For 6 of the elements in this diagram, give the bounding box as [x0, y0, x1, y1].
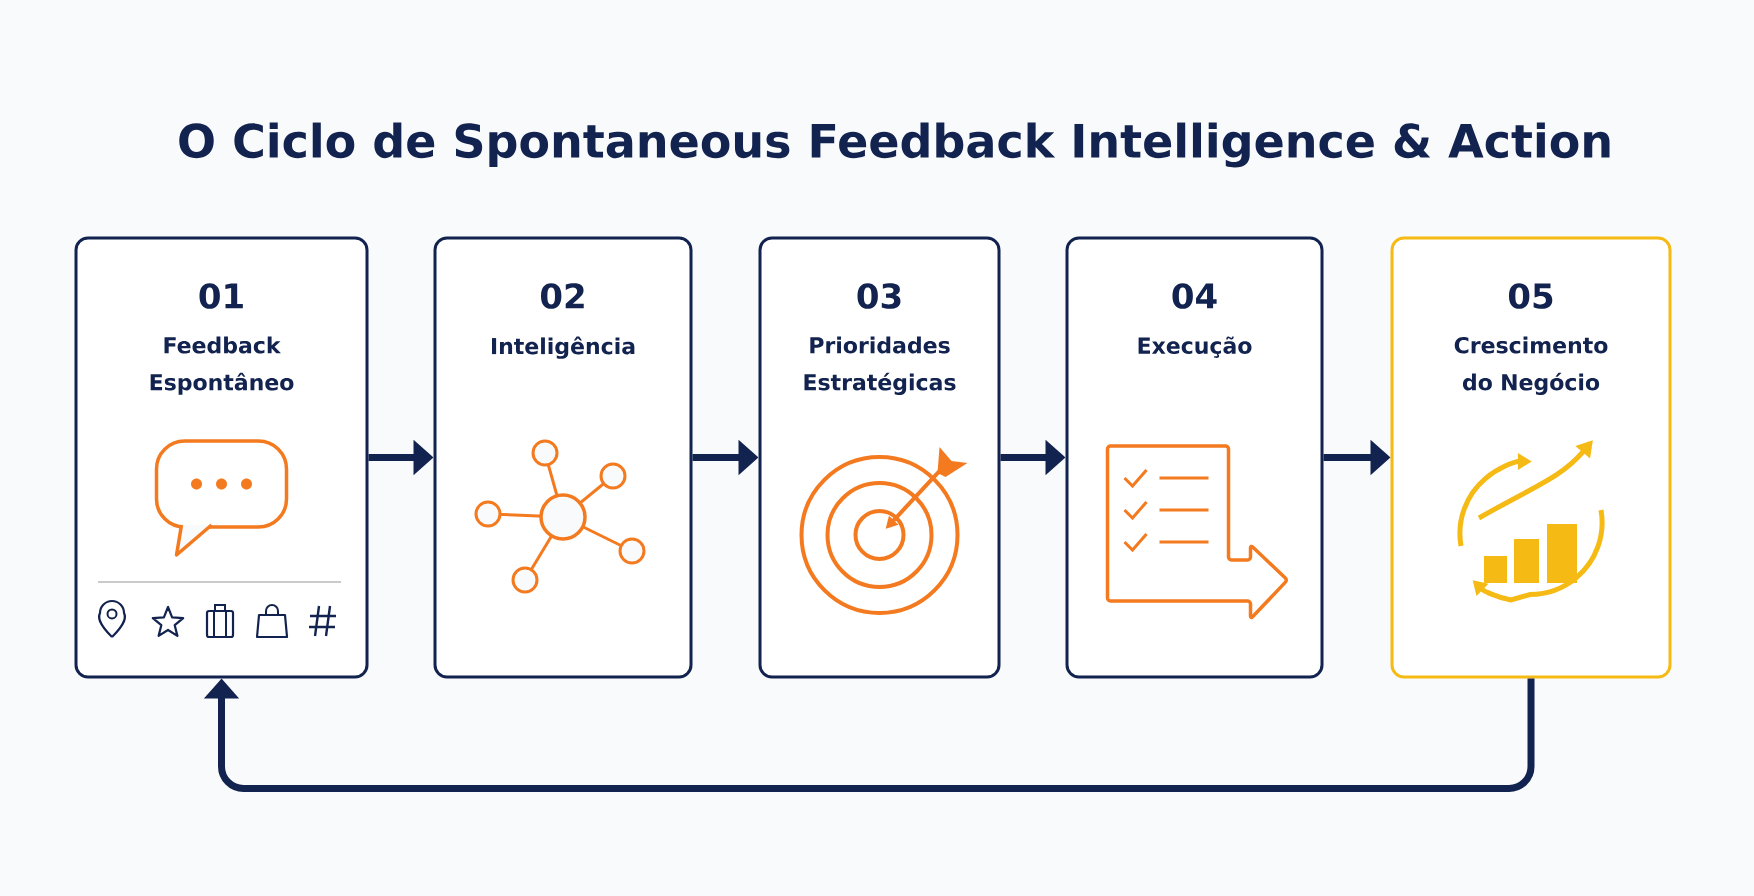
step-card: 03 Prioridades Estratégicas: [758, 236, 1001, 679]
step-card: 02 Inteligência: [433, 236, 693, 679]
step-card: 01 Feedback Espontâneo: [74, 236, 369, 679]
step-card: 05 Crescimento do Negócio: [1390, 236, 1672, 679]
step-card: 04 Execução: [1065, 236, 1324, 679]
title: O Ciclo de Spontaneous Feedback Intelligence & Action: [179, 122, 1610, 168]
